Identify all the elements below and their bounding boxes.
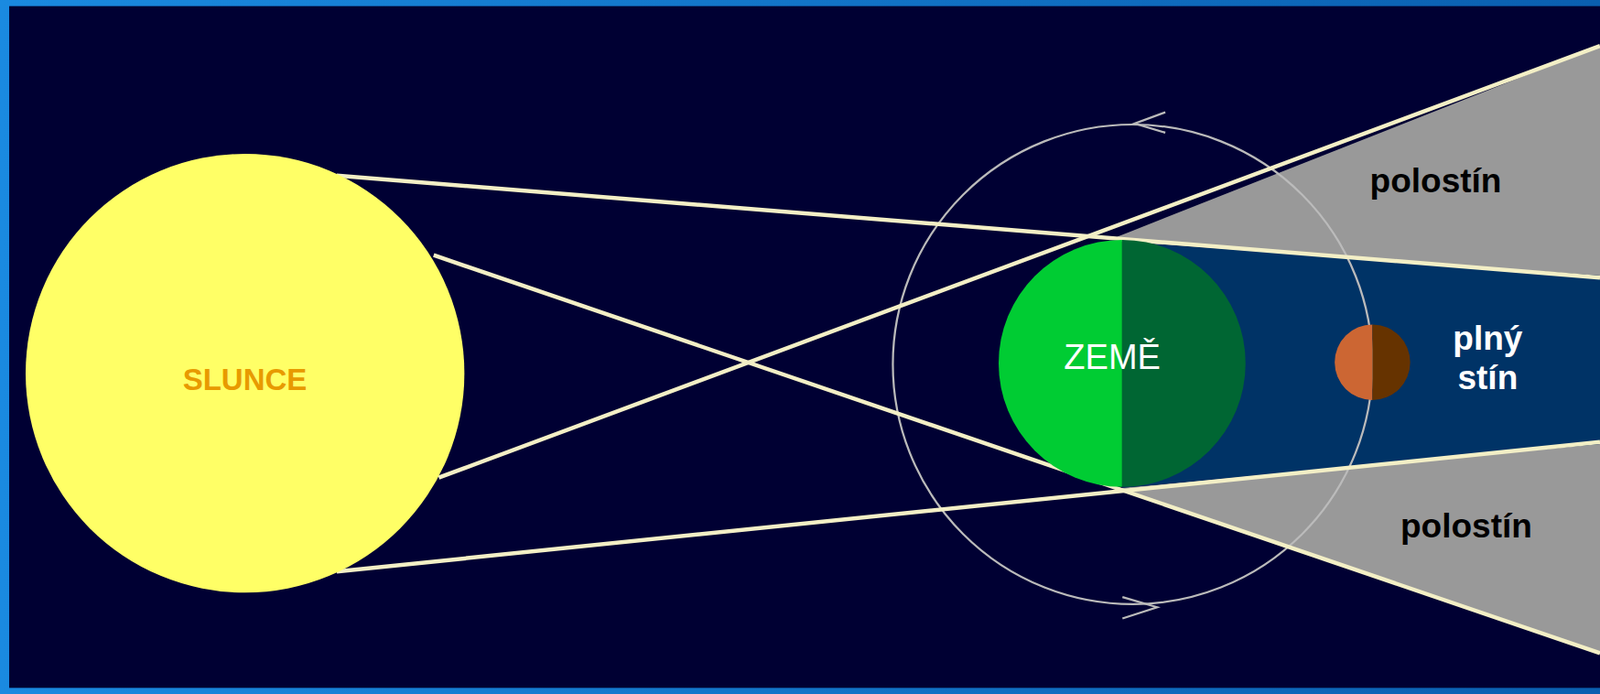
sun-disc — [25, 153, 465, 593]
sun-circle: SLUNCE — [25, 153, 465, 593]
node-title: SLUNCE — [183, 362, 308, 398]
orbit-arrow — [1135, 112, 1166, 133]
moon-orbit — [892, 124, 1373, 605]
node-title: ZEMĚ — [1063, 337, 1161, 378]
penumbra-label: polostín — [1370, 162, 1503, 202]
earth-circle: ZEMĚ — [998, 239, 1246, 487]
moon-dark — [1372, 324, 1410, 400]
moon-lit — [1334, 324, 1373, 400]
night-sky — [9, 6, 1600, 689]
orbit-arrow — [1122, 596, 1157, 618]
penumbra-label: polostín — [1400, 507, 1533, 547]
penumbra-upper — [1117, 45, 1600, 276]
umbra-label: plný stín — [1452, 320, 1523, 399]
tangent-rays — [336, 45, 1600, 653]
ray — [336, 442, 1600, 573]
